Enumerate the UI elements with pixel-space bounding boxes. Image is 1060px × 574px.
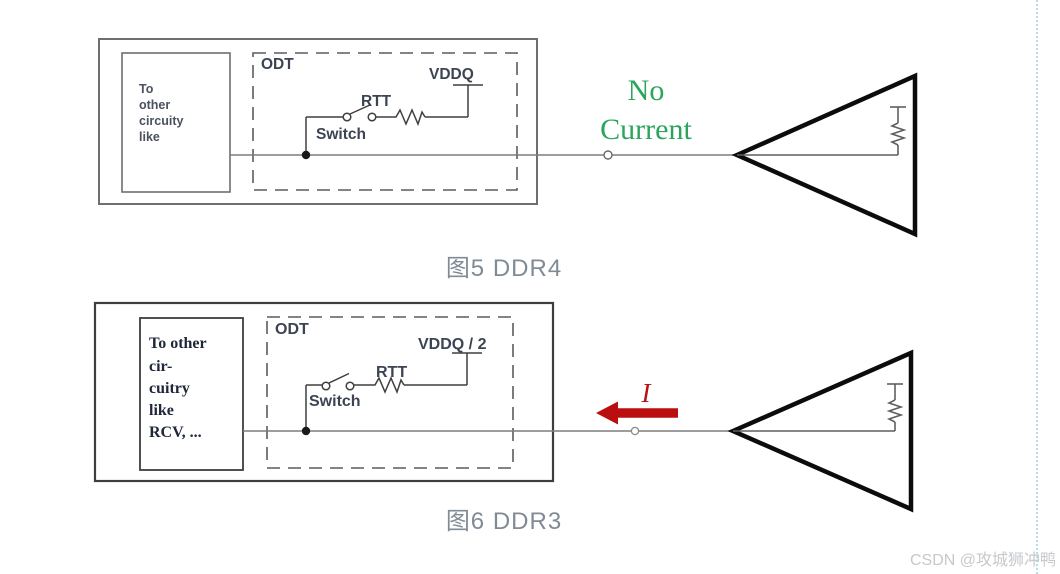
ddr3-switch-right-contact — [345, 381, 355, 391]
ddr3-switch-label: Switch — [309, 393, 361, 410]
ddr4-driver-internal — [737, 106, 907, 156]
ddr4-junction-dot — [301, 150, 311, 160]
ddr3-driver-internal — [733, 383, 904, 432]
ddr4-figure: To other circuity like ODT VDDQ RTT Swit… — [98, 38, 918, 238]
ddr3-chip-text-line5: RCV, ... — [149, 424, 202, 441]
ddr4-no-current-line2: Current — [600, 113, 692, 146]
ddr4-chip-text-line2: other — [139, 98, 170, 112]
ddr3-chip-text-line4: like — [149, 402, 174, 419]
ddr4-switch-label: Switch — [316, 126, 366, 143]
ddr3-chip-box — [139, 317, 244, 471]
ddr3-switch-lever — [328, 372, 350, 384]
current-arrow-icon — [596, 401, 678, 425]
ddr4-caption: 图5 DDR4 — [445, 255, 563, 282]
ddr3-chip-text-line2: cir- — [149, 358, 172, 375]
csdn-watermark: CSDN @攻城狮冲鸭 — [909, 552, 1056, 569]
ddr3-odt-branch — [305, 352, 482, 431]
ddr3-outer-box — [93, 301, 555, 483]
ddr3-current-label: I — [641, 378, 653, 408]
ddr4-odt-branch — [305, 84, 483, 155]
ddr4-chip-text-line1: To — [139, 82, 154, 96]
ddr3-figure: To other cir- cuitry like RCV, ... ODT V… — [93, 301, 914, 513]
ddr4-switch-lever — [349, 103, 372, 115]
ddr3-switch-left-contact — [321, 381, 331, 391]
ddr4-rtt-resistor — [392, 108, 426, 127]
ddr4-chip-box — [121, 52, 231, 193]
ddr4-vddq-label: VDDQ — [429, 66, 474, 83]
ddr4-chip-text-line3: circuity — [139, 114, 184, 128]
ddr3-odt-label: ODT — [275, 321, 309, 338]
ddr3-chip-text-line3: cuitry — [149, 380, 190, 397]
ddr4-wire-node-circle — [603, 150, 613, 160]
ddr4-odt-dashed-box — [252, 52, 518, 191]
ddr4-switch-right-contact — [367, 112, 377, 122]
ddr4-driver-resistor — [889, 122, 907, 146]
ddr4-odt-label: ODT — [261, 56, 294, 73]
ddr3-rtt-resistor — [371, 376, 405, 395]
ddr3-odt-dashed-box — [266, 316, 514, 469]
selection-border — [1036, 0, 1038, 574]
ddr3-wire-node-circle — [630, 426, 640, 436]
ddr4-no-current-line1: No — [628, 74, 665, 107]
ddr3-chip-text-line1: To other — [149, 335, 207, 352]
ddr3-driver-resistor — [886, 399, 904, 423]
ddr4-chip-text-line4: like — [139, 130, 160, 144]
ddr3-junction-dot — [301, 426, 311, 436]
ddr3-rtt-label: RTT — [376, 364, 407, 381]
ddr3-vddq2-label: VDDQ / 2 — [418, 336, 487, 353]
ddr3-caption: 图6 DDR3 — [445, 508, 563, 535]
ddr4-switch-left-contact — [342, 112, 352, 122]
ddr4-outer-box — [98, 38, 538, 205]
